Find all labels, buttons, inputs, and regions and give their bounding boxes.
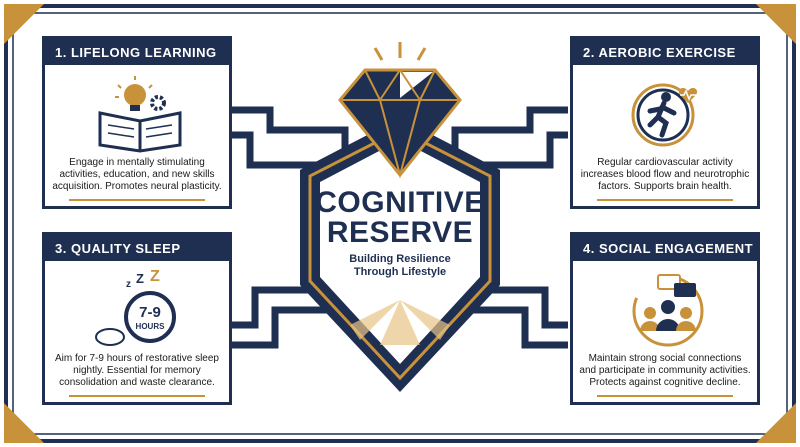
shield-gold-border bbox=[308, 128, 492, 381]
panel-description: Aim for 7-9 hours of restorative sleep n… bbox=[55, 353, 219, 388]
shield-inner bbox=[320, 140, 480, 364]
panel-description: Engage in mentally stimulating activitie… bbox=[52, 157, 222, 192]
corner-top-right bbox=[756, 4, 796, 44]
corner-bottom-right bbox=[756, 403, 796, 443]
running-heart-icon bbox=[631, 83, 698, 147]
panel-gold-rule bbox=[69, 395, 205, 397]
panel-social-engagement: 4. SOCIAL ENGAGEMENT Maintain strong soc… bbox=[570, 232, 760, 405]
sleep-hours-number: 7-9 bbox=[139, 304, 161, 321]
sparkle-lines bbox=[373, 42, 427, 61]
zzz-icon: z bbox=[126, 279, 131, 290]
corner-top-left bbox=[4, 4, 44, 44]
panel-aerobic-exercise: 2. AEROBIC EXERCISE Regular cardiovascul… bbox=[570, 36, 760, 209]
corner-bottom-left bbox=[4, 403, 44, 443]
panel-quality-sleep: 3. QUALITY SLEEP 7-9 HOURS z Z Z Aim for… bbox=[42, 232, 232, 405]
panel-gold-rule bbox=[597, 199, 733, 201]
svg-text:Z: Z bbox=[150, 269, 160, 285]
light-rays bbox=[350, 300, 450, 345]
center-subtitle: Building Resilience Through Lifestyle bbox=[320, 253, 480, 279]
outer-frame bbox=[4, 4, 796, 443]
connector-lines bbox=[232, 106, 568, 349]
panel-gold-rule bbox=[69, 199, 205, 201]
panel-description: Regular cardiovascular activity increase… bbox=[580, 157, 750, 192]
subtitle-line-1: Building Resilience bbox=[349, 253, 451, 265]
panel-heading: 4. SOCIAL ENGAGEMENT bbox=[573, 235, 757, 261]
subtitle-line-2: Through Lifestyle bbox=[353, 266, 447, 278]
title-line-2: RESERVE bbox=[326, 216, 474, 249]
center-title: COGNITIVE RESERVE bbox=[300, 188, 500, 248]
panel-heading: 1. LIFELONG LEARNING bbox=[45, 39, 229, 65]
panel-description: Maintain strong social connections and p… bbox=[579, 353, 751, 388]
svg-text:Z: Z bbox=[136, 271, 144, 286]
sleep-hours-label: HOURS bbox=[136, 322, 166, 331]
inner-frame bbox=[12, 12, 788, 435]
panel-heading: 3. QUALITY SLEEP bbox=[45, 235, 229, 261]
panel-lifelong-learning: 1. LIFELONG LEARNING Engage in mentally … bbox=[42, 36, 232, 209]
people-chat-icon bbox=[632, 274, 704, 347]
title-line-1: COGNITIVE bbox=[315, 186, 485, 219]
diamond-icon bbox=[338, 42, 462, 179]
panel-gold-rule bbox=[597, 395, 733, 397]
book-lightbulb-icon bbox=[98, 76, 182, 153]
moon-clock-icon: 7-9 HOURS z Z Z bbox=[95, 269, 176, 346]
panel-heading: 2. AEROBIC EXERCISE bbox=[573, 39, 757, 65]
